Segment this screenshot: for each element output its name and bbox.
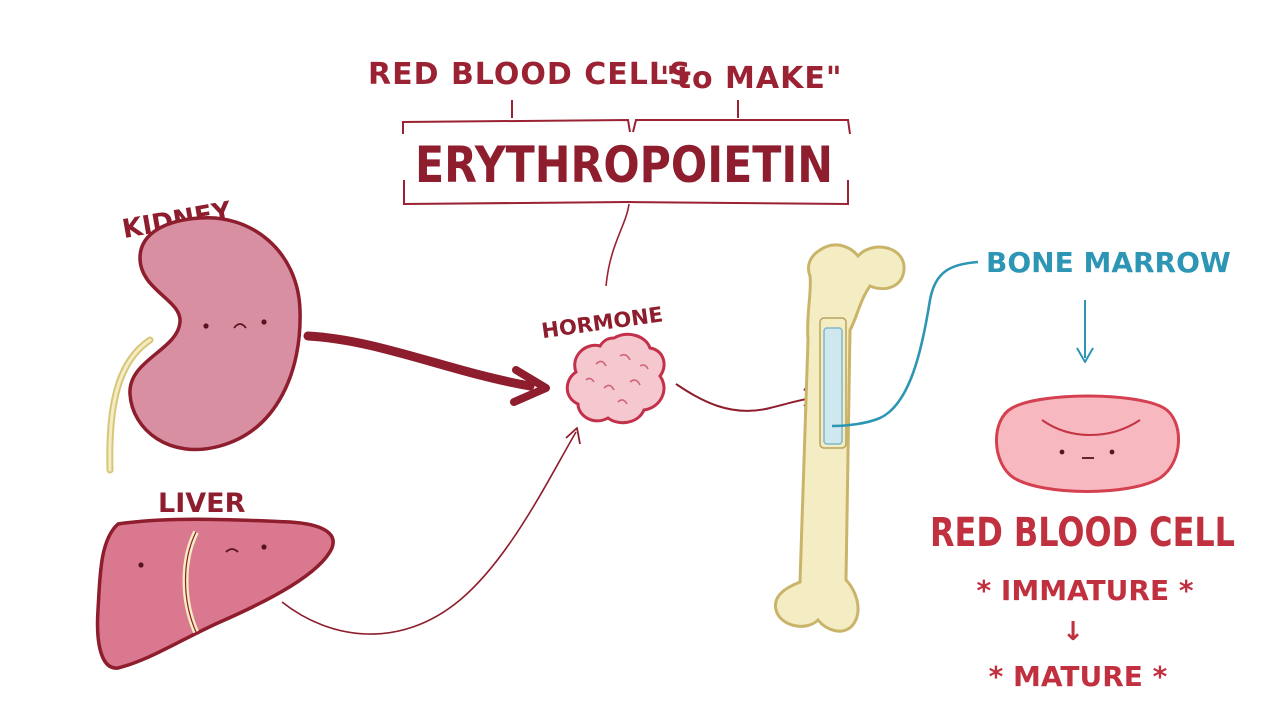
etymology-bracket-right [632, 119, 851, 135]
rbc-eye-right [1109, 449, 1115, 455]
marrow-to-rbc-arrowhead-icon [1076, 347, 1094, 363]
erythropoietin-term: ERYTHROPOIETIN [415, 136, 833, 194]
kidney-group: KIDNEY [106, 196, 302, 474]
kidney-eye-right [261, 319, 267, 325]
liver-label: LIVER [158, 488, 246, 519]
kidney-to-hormone-arrow [303, 331, 535, 391]
term-bracket [403, 180, 849, 206]
rbc-eye-left [1059, 449, 1065, 455]
hormone-icon [565, 332, 666, 425]
liver-arrowhead-icon [565, 427, 581, 445]
kidney-arrowhead-icon [510, 366, 550, 406]
bone-marrow-icon [823, 327, 843, 445]
liver-ligament-edge [184, 531, 197, 633]
liver-eye-right [261, 544, 267, 550]
hormone-texture [585, 353, 649, 405]
mature-label: * MATURE * [989, 660, 1168, 693]
red-blood-cell-label: RED BLOOD CELL [930, 510, 1235, 556]
kidney-mouth [233, 323, 247, 329]
kidney-eye-left [203, 323, 209, 329]
rbc-group [995, 394, 1180, 493]
bone-marrow-label: BONE MARROW [986, 246, 1231, 279]
bone-marrow-leader [831, 260, 979, 428]
etymology-red-blood-cells-label: RED BLOOD CELLS [368, 57, 692, 92]
maturation-arrow: ↓ [1062, 617, 1084, 647]
hormone-label: HORMONE [540, 302, 664, 343]
hormone-group: HORMONE [540, 302, 666, 425]
liver-to-hormone-arrow [281, 431, 577, 635]
liver-icon [95, 517, 335, 670]
etymology-header: RED BLOOD CELLS "to MAKE" ERYTHROPOIETIN [368, 57, 851, 287]
red-blood-cell-icon [995, 394, 1180, 493]
immature-label: * IMMATURE * [977, 574, 1194, 607]
etymology-to-make-label: "to MAKE" [660, 61, 842, 96]
liver-eye-left [138, 562, 144, 568]
ureter-inner [108, 338, 152, 472]
kidney-icon [128, 215, 302, 452]
hormone-to-bone-arrow [675, 383, 817, 412]
rbc-dimple [1041, 419, 1141, 436]
bone-group [773, 243, 906, 633]
term-connector [605, 203, 630, 287]
etymology-bracket-left [402, 118, 631, 134]
liver-mouth [225, 548, 239, 553]
liver-group: LIVER [95, 488, 335, 670]
